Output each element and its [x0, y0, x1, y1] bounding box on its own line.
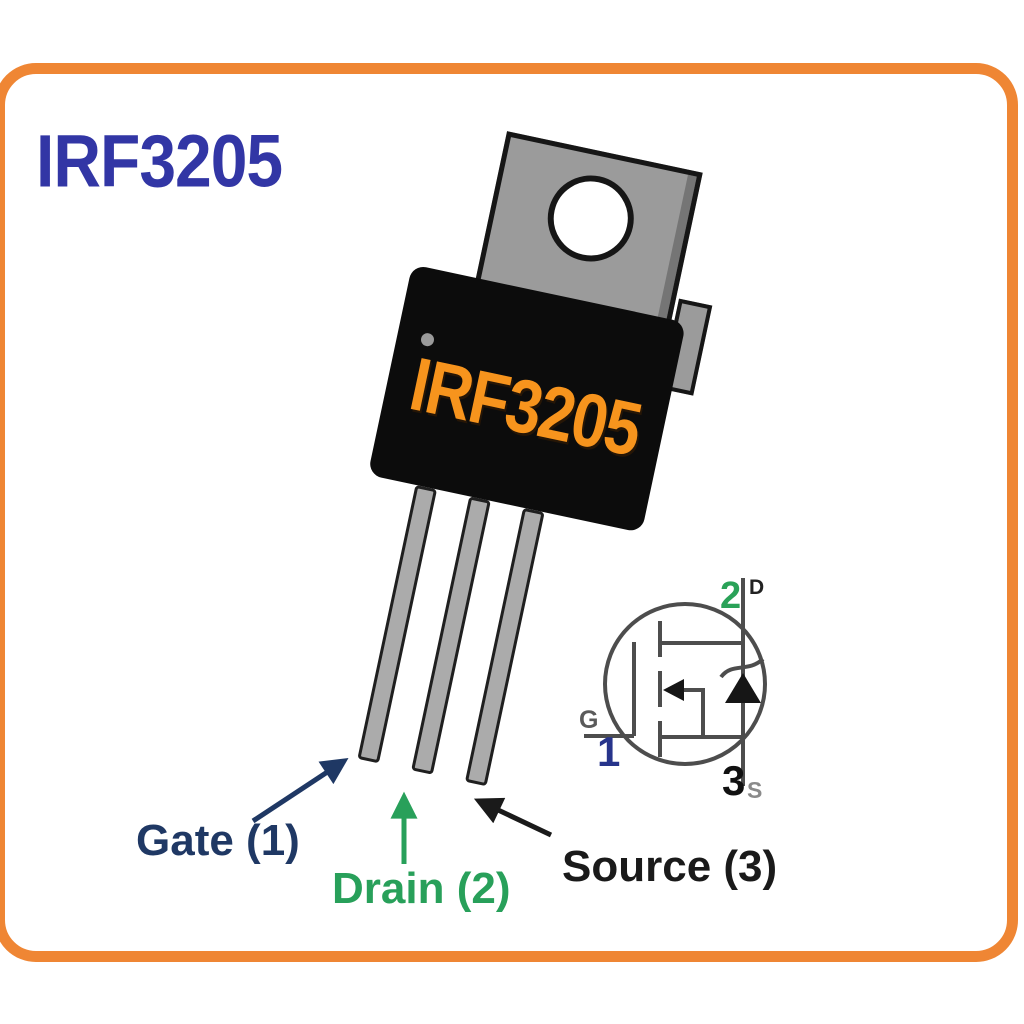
source-arrow — [473, 797, 553, 838]
symbol-gate-letter: G — [579, 706, 598, 734]
symbol-pin2-number: 2 — [720, 575, 741, 617]
gate-label: Gate (1) — [136, 816, 300, 865]
symbol-pin3-number: 3 — [722, 757, 745, 804]
body-diode-icon — [725, 673, 761, 703]
mosfet-symbol: 2 D G 1 3 S — [579, 575, 767, 804]
symbol-source-letter: S — [747, 777, 762, 803]
symbol-drain-letter: D — [749, 576, 764, 599]
part-number-title: IRF3205 — [36, 119, 283, 202]
symbol-pin1-number: 1 — [597, 728, 620, 775]
drain-label: Drain (2) — [332, 864, 511, 913]
symbol-body-arrow-icon — [663, 679, 684, 701]
gate-arrow — [251, 758, 349, 824]
symbol-circle — [603, 602, 767, 766]
source-label: Source (3) — [562, 842, 778, 891]
body-diode-cathode-bar — [719, 657, 765, 679]
